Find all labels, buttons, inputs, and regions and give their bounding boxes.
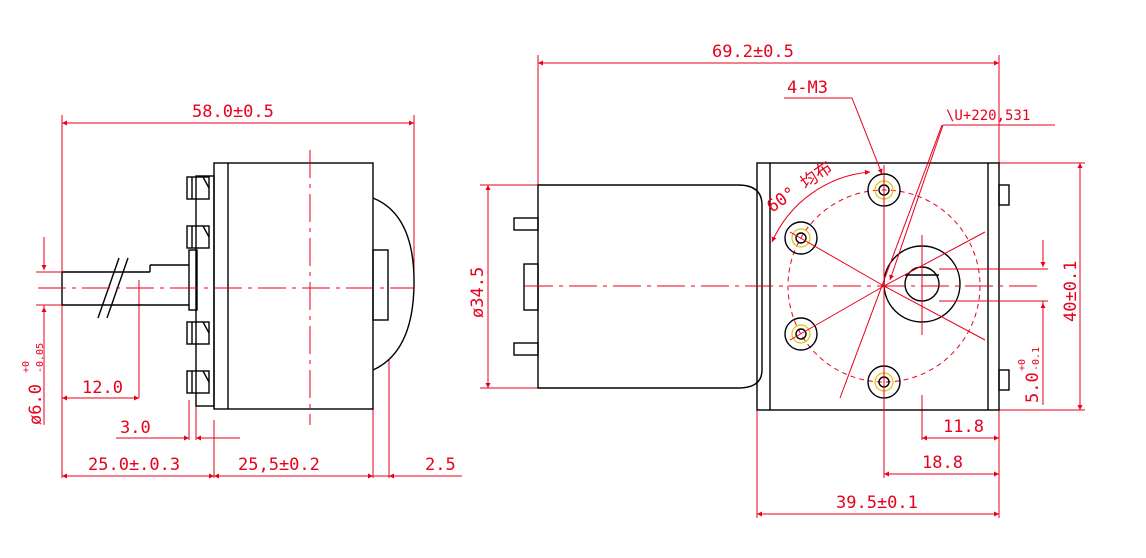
dim-motor-diameter: ø34.5 xyxy=(468,267,488,318)
dim-hole-spacing-angle: 60° 均布 xyxy=(763,158,836,217)
dim-overall-length: 58.0±0.5 xyxy=(192,102,274,122)
front-view: 60° 均布 4-M3 \U+220,531 69.2±0.5 ø34.5 40… xyxy=(468,42,1085,518)
dim-flange-thickness: 3.0 xyxy=(120,418,151,438)
dim-shaft-diameter: ø6.0 xyxy=(26,384,46,425)
dim-end-cap: 2.5 xyxy=(425,455,456,475)
dim-shaft-flat-length: 12.0 xyxy=(82,378,123,398)
dim-shaft-flat-tol-upper: +0 xyxy=(1017,359,1028,371)
side-view: 58.0±0.5 ø6.0 +0 -0.05 12.0 3.0 25.0±.0.… xyxy=(21,102,462,479)
dim-offset-center: 18.8 xyxy=(922,453,963,473)
gearbox-body xyxy=(213,162,374,410)
dim-body-length: 25,5±0.2 xyxy=(238,455,320,475)
dim-shaft-length: 25.0±.0.3 xyxy=(88,455,180,475)
terminal-top xyxy=(513,217,539,231)
output-shaft xyxy=(61,257,189,319)
flange xyxy=(195,175,215,407)
dim-shaft-flat: 5.0 xyxy=(1023,372,1043,403)
dim-offset-shaft: 11.8 xyxy=(943,417,984,437)
dim-shaft-flat-tol-lower: -0.1 xyxy=(1031,347,1042,371)
dim-width: 39.5±0.1 xyxy=(836,493,918,513)
dim-shaft-diameter-tol-lower: -0.05 xyxy=(35,343,46,373)
dim-overall-length: 69.2±0.5 xyxy=(712,42,794,62)
label-cad-text: \U+220,531 xyxy=(946,108,1030,124)
screw-heads xyxy=(186,176,210,394)
end-cap xyxy=(372,197,415,371)
dim-shaft-diameter-tol-upper: +0 xyxy=(21,361,32,373)
label-holes: 4-M3 xyxy=(787,78,828,98)
motor-can xyxy=(537,184,763,389)
dim-height: 40±0.1 xyxy=(1061,261,1081,322)
terminal-bottom xyxy=(513,342,539,356)
